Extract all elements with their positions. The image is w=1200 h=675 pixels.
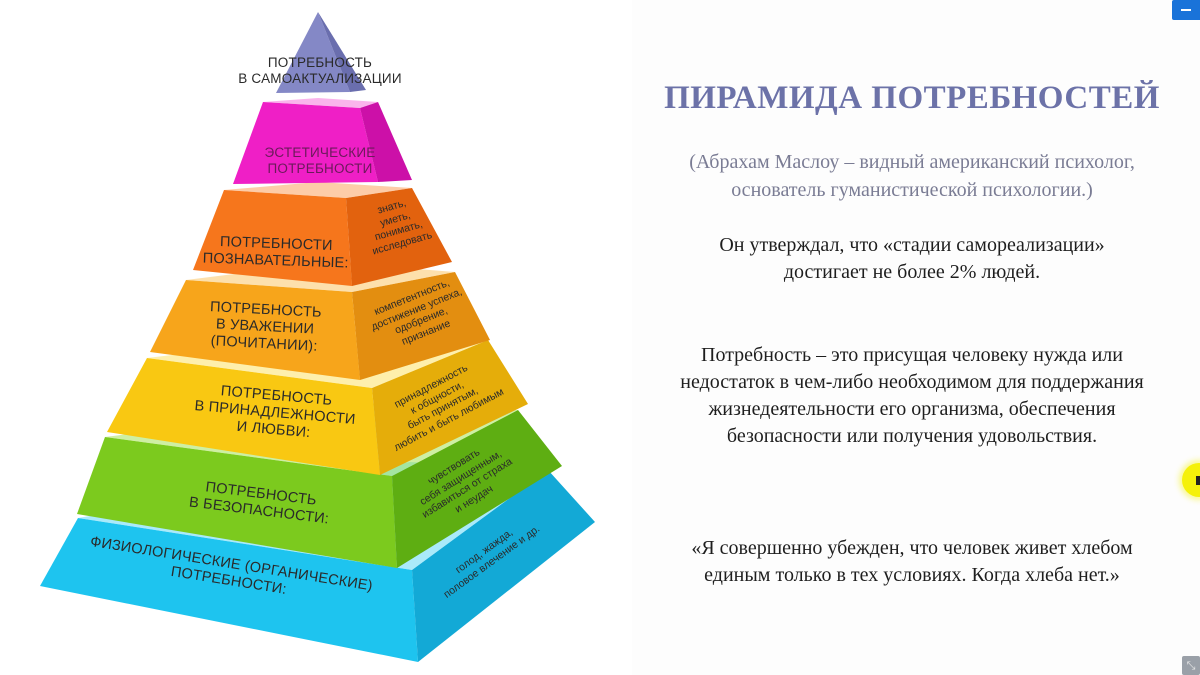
tier-label-cognitive: ПОТРЕБНОСТИ ПОЗНАВАТЕЛЬНЫЕ: — [202, 234, 349, 272]
minimize-button[interactable] — [1172, 0, 1200, 20]
paragraph-need-definition: Потребность – это присущая человеку нужд… — [680, 344, 1144, 447]
maslow-pyramid — [40, 12, 595, 662]
tier-label-aesthetic: ЭСТЕТИЧЕСКИЕ ПОТРЕБНОСТИ — [264, 145, 376, 176]
cursor-highlight — [1182, 463, 1200, 497]
tier-label-esteem: ПОТРЕБНОСТЬ В УВАЖЕНИИ (ПОЧИТАНИИ): — [209, 299, 323, 355]
fullscreen-button[interactable]: ⤡ — [1182, 656, 1200, 675]
cursor-icon — [1196, 476, 1200, 485]
slide-subtitle: (Абрахам Маслоу – видный американский пс… — [689, 151, 1135, 201]
minus-icon — [1181, 9, 1191, 11]
tier-cognitive — [193, 182, 452, 286]
paragraph-self-realization: Он утверждал, что «стадии самореализации… — [719, 234, 1105, 283]
tier-self-actualization — [276, 12, 366, 93]
slide-right-area — [632, 0, 1200, 675]
tier-label-self-actualization: ПОТРЕБНОСТЬ В САМОАКТУАЛИЗАЦИИ — [238, 55, 402, 86]
tier-aesthetic — [233, 98, 412, 184]
text-panel: ПИРАМИДА ПОТРЕБНОСТЕЙ (Абрахам Маслоу – … — [632, 0, 1192, 675]
paragraph-quote: «Я совершенно убежден, что человек живет… — [691, 537, 1133, 586]
slide-title: ПИРАМИДА ПОТРЕБНОСТЕЙ — [664, 80, 1160, 116]
